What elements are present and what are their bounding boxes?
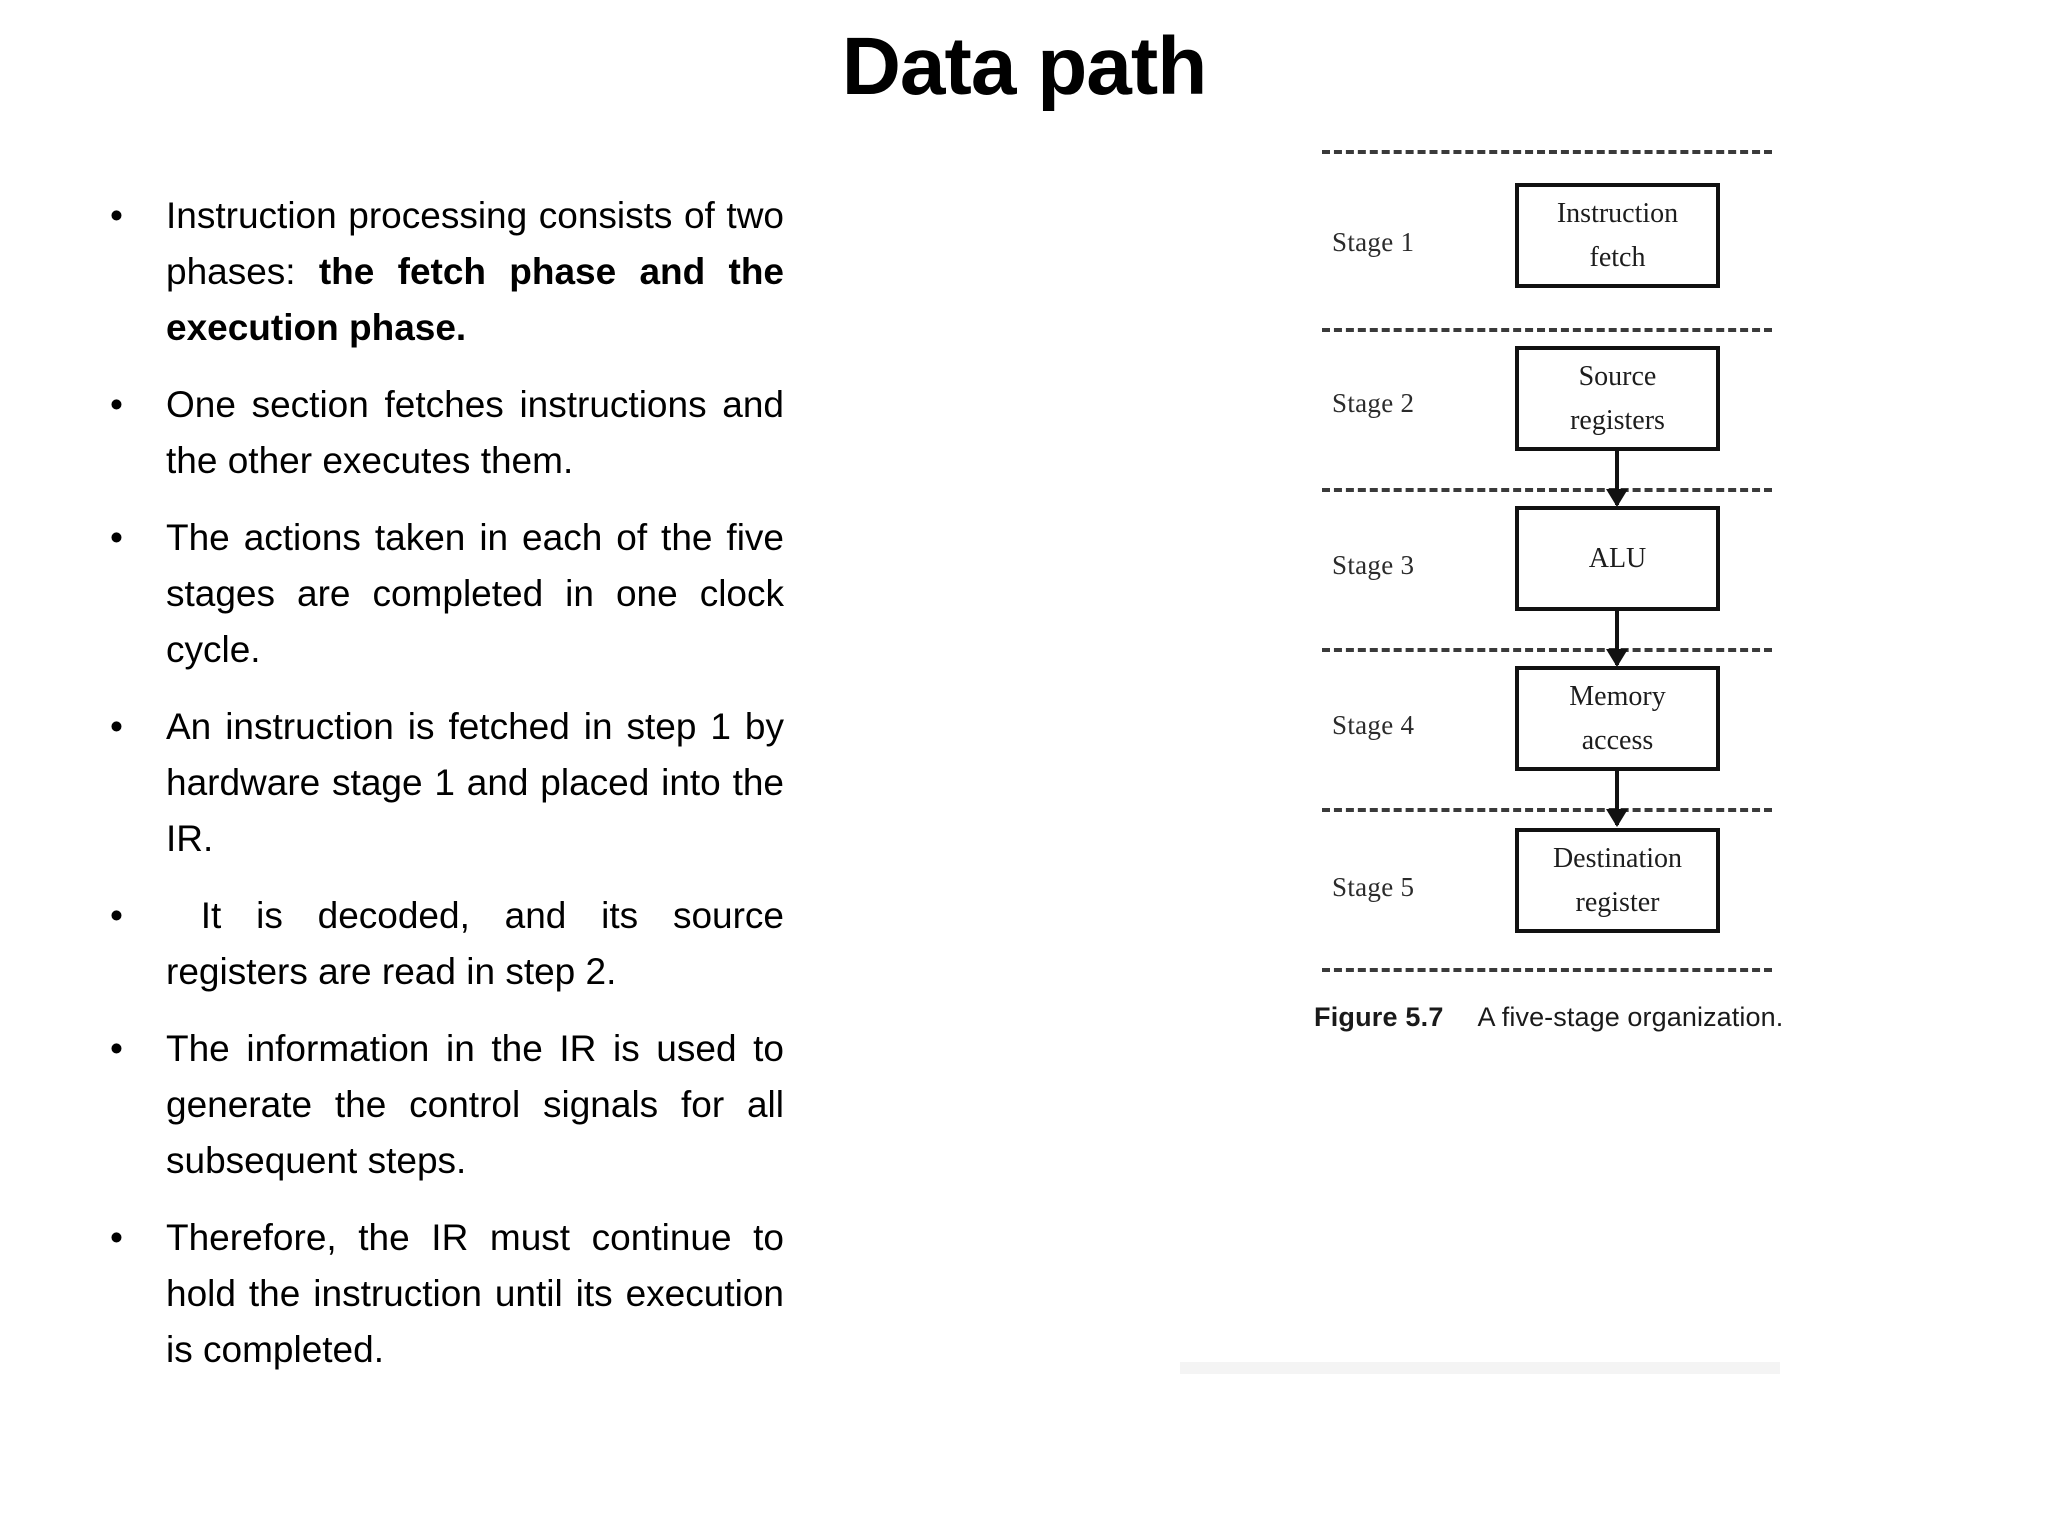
stage-separator-1 xyxy=(1322,328,1772,332)
bullet-marker-icon: • xyxy=(110,1028,123,1069)
stage-separator-2 xyxy=(1322,488,1772,492)
bullet-text: An instruction is fetched in step 1 by h… xyxy=(166,699,784,867)
stage-label-1: Stage 1 xyxy=(1332,227,1415,257)
stage-label-2: Stage 2 xyxy=(1332,388,1415,418)
bullet-item: • The information in the IR is used to ge… xyxy=(104,1021,784,1189)
stage-separator-0 xyxy=(1322,150,1772,154)
bullet-item: • The actions taken in each of the five s… xyxy=(104,510,784,678)
figure-caption-text: A five-stage organization. xyxy=(1477,1002,1784,1032)
bullet-item: • One section fetches instructions and th… xyxy=(104,377,784,489)
bullet-text: The actions taken in each of the five st… xyxy=(166,510,784,678)
stage-box-line: Destination xyxy=(1552,843,1683,875)
bullet-text-plain: Instruction processing consists of two p… xyxy=(166,195,795,292)
scan-artifact xyxy=(1180,1362,1780,1374)
bullet-item: • It is decoded, and its source register… xyxy=(104,888,784,1000)
figure-caption: Figure 5.7 A five-stage organization. xyxy=(1314,1002,1814,1033)
bullet-marker-icon: • xyxy=(110,895,123,936)
bullet-text: Instruction processing consists of two p… xyxy=(166,188,784,356)
bullet-text-plain: Therefore, the IR must continue to hold … xyxy=(166,1217,795,1370)
bullet-marker-icon: • xyxy=(110,195,123,236)
arrow-stage4-to-stage5 xyxy=(1606,771,1628,827)
stage-box-line: Source xyxy=(1578,361,1657,393)
stage-label-5: Stage 5 xyxy=(1332,872,1415,902)
stage-label-3: Stage 3 xyxy=(1332,550,1415,580)
arrow-stage2-to-stage3 xyxy=(1606,451,1628,507)
five-stage-figure: Stage 1 Instruction fetch Stage 2 Source… xyxy=(1300,150,1820,1350)
arrow-stage3-to-stage4 xyxy=(1606,611,1628,667)
bullet-text: One section fetches instructions and the… xyxy=(166,377,784,489)
stage-box-line: register xyxy=(1575,886,1660,918)
bullet-text: It is decoded, and its source registers … xyxy=(166,888,784,1000)
bullet-text: Therefore, the IR must continue to hold … xyxy=(166,1210,784,1378)
stage-box-memory-access: Memory access xyxy=(1515,666,1720,771)
bullet-text-plain: One section fetches instructions and the… xyxy=(166,384,795,481)
bullet-marker-icon: • xyxy=(110,384,123,425)
stage-separator-5 xyxy=(1322,968,1772,972)
stage-box-alu: ALU xyxy=(1515,506,1720,611)
stage-box-line: ALU xyxy=(1588,542,1647,574)
bullet-marker-icon: • xyxy=(110,1217,123,1258)
stage-separator-3 xyxy=(1322,648,1772,652)
bullet-text-plain: An instruction is fetched in step 1 by h… xyxy=(166,706,795,859)
bullet-item: • Instruction processing consists of two … xyxy=(104,188,784,356)
stage-label-4: Stage 4 xyxy=(1332,710,1415,740)
bullet-item: • Therefore, the IR must continue to hold… xyxy=(104,1210,784,1378)
stage-box-line: Instruction xyxy=(1556,198,1679,230)
figure-number: Figure 5.7 xyxy=(1314,1002,1444,1032)
stage-box-line: access xyxy=(1581,724,1654,756)
bullet-marker-icon: • xyxy=(110,517,123,558)
bullet-list: • Instruction processing consists of two … xyxy=(104,188,784,1399)
page-title: Data path xyxy=(841,21,1208,112)
stage-box-instruction-fetch: Instruction fetch xyxy=(1515,183,1720,288)
bullet-text-plain: It is decoded, and its source registers … xyxy=(166,895,795,992)
stage-separator-4 xyxy=(1322,808,1772,812)
bullet-text-plain: The information in the IR is used to gen… xyxy=(166,1028,795,1181)
bullet-text: The information in the IR is used to gen… xyxy=(166,1021,784,1189)
bullet-marker-icon: • xyxy=(110,706,123,747)
stage-box-line: registers xyxy=(1570,404,1665,436)
stage-box-destination-register: Destination register xyxy=(1515,828,1720,933)
bullet-text-plain: The actions taken in each of the five st… xyxy=(166,517,795,670)
stage-box-source-registers: Source registers xyxy=(1515,346,1720,451)
bullet-item: • An instruction is fetched in step 1 by … xyxy=(104,699,784,867)
stage-box-line: fetch xyxy=(1589,241,1646,273)
stage-box-line: Memory xyxy=(1569,681,1666,713)
bullet-text-bold: the fetch phase and the execution phase. xyxy=(166,251,795,348)
